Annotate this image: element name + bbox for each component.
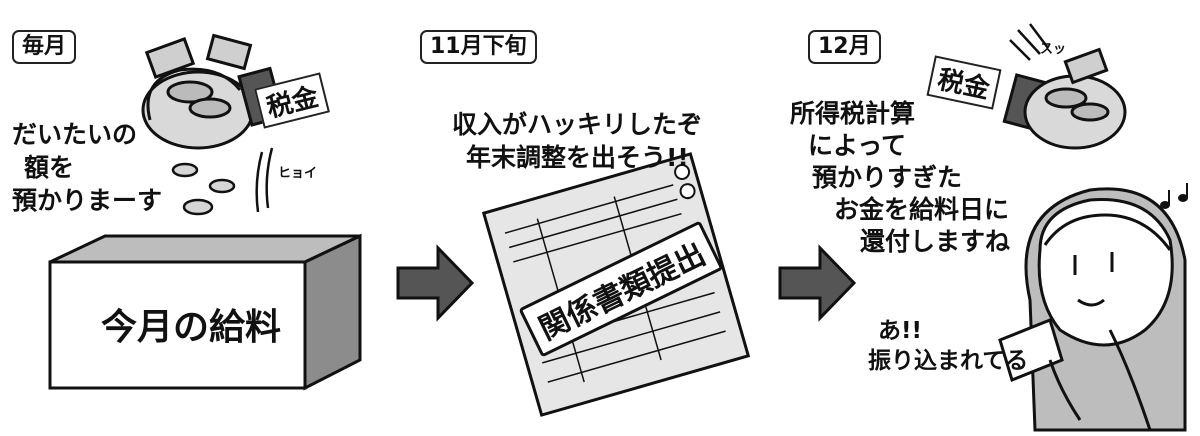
speech-line: お金を給料日に (834, 195, 1010, 224)
speech-line: 預かりまーす (12, 186, 163, 215)
late-november-speech: 収入がハッキリしたぞ 年末調整を出そう!! (452, 108, 702, 174)
salary-box-label: 今月の給料 (100, 307, 281, 348)
speech-line: だいたいの (12, 120, 138, 149)
motion-lines (255, 147, 274, 213)
right-arrow-icon (396, 244, 475, 322)
person-with-phone-illustration (998, 187, 1187, 432)
speech-line: 額を (24, 153, 75, 182)
reaction-line: 振り込まれてる (868, 348, 1029, 374)
speech-line: 還付しますね (860, 227, 1011, 256)
sfx-label: スッ (1040, 42, 1067, 57)
reaction-line: あ!! (878, 318, 922, 344)
monthly-speech: だいたいの 額を 預かりまーす (12, 118, 162, 217)
speech-line: 預かりすぎた (812, 163, 963, 192)
panel-tag-december: 12月 (808, 30, 881, 64)
salary-box-illustration (48, 233, 362, 391)
panel-tag-monthly: 毎月 (12, 30, 77, 64)
speech-line: 年末調整を出そう!! (466, 143, 689, 172)
music-note-icon (1160, 183, 1188, 209)
refund-hands-illustration (1002, 23, 1127, 150)
speech-line: 所得税計算 (790, 99, 916, 128)
sfx-label: ヒョイ (278, 166, 318, 181)
december-speech: 所得税計算 によって 預かりすぎた お金を給料日に 還付しますね (790, 98, 1010, 258)
right-arrow-icon (778, 244, 857, 322)
speech-line: 収入がハッキリしたぞ (452, 110, 703, 139)
falling-coins-illustration (171, 162, 236, 216)
panel-tag-late-november: 11月下旬 (420, 30, 537, 64)
speech-line: によって (808, 131, 907, 160)
reaction-text: あ!! 振り込まれてる (868, 316, 1028, 376)
